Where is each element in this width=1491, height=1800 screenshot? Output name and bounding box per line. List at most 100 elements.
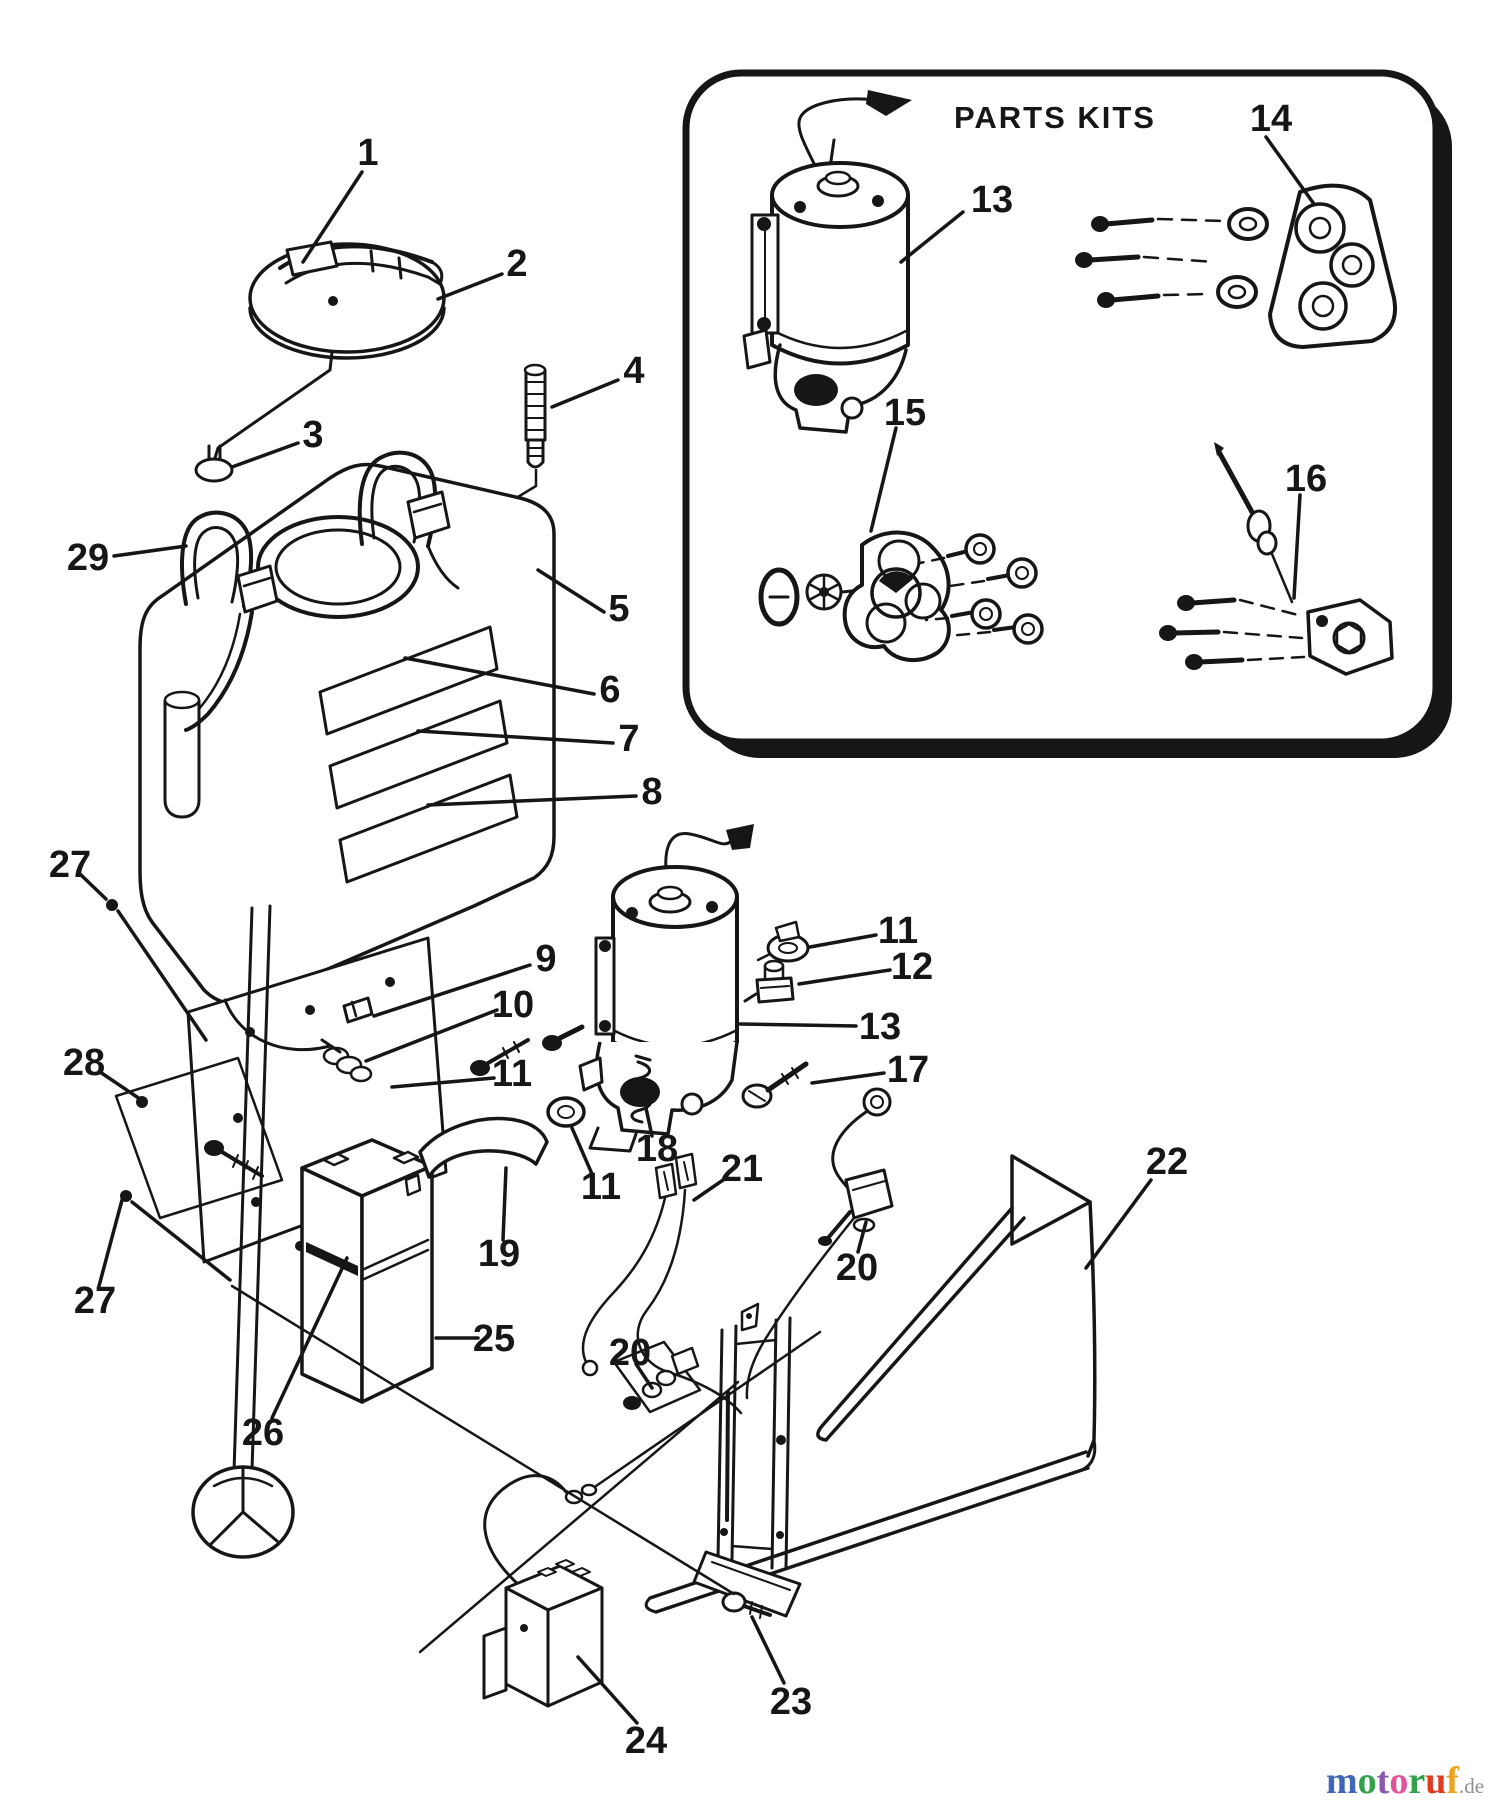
fitting-9-drawing (342, 996, 374, 1024)
spring-18-drawing (628, 1054, 652, 1124)
grommet-11-right-drawing (756, 920, 810, 963)
callout-15: 15 (884, 392, 926, 434)
callout-2: 2 (506, 243, 527, 285)
leader-line-3 (230, 441, 300, 469)
inset-title: PARTS KITS (954, 100, 1156, 135)
callout-29: 29 (67, 537, 109, 579)
leader-line-12 (797, 968, 892, 986)
callout-18: 18 (636, 1128, 678, 1170)
callout-14: 14 (1250, 98, 1292, 140)
leader-line-16 (1292, 493, 1302, 600)
leader-line-1 (301, 170, 364, 264)
kit-pump-cover-kit-drawing (758, 530, 1044, 662)
leader-line-22 (1084, 1178, 1153, 1270)
elbow-fitting-12-drawing (743, 959, 795, 1004)
callout-25: 25 (473, 1318, 515, 1360)
cap-tether-drawing (194, 350, 334, 483)
kit-gasket-set-drawing (1075, 183, 1397, 349)
tank-strap-right-drawing (357, 450, 460, 590)
callout-28: 28 (63, 1042, 105, 1084)
callout-13: 13 (971, 179, 1013, 221)
leader-line-11 (390, 1076, 496, 1089)
harness-21-drawing (581, 1152, 743, 1415)
callout-17: 17 (887, 1049, 929, 1091)
callout-26: 26 (242, 1412, 284, 1454)
switch-20-lower-drawing (612, 1340, 702, 1414)
leader-line-11 (570, 1126, 594, 1176)
leader-dot-27 (120, 1190, 132, 1202)
leader-line-27 (97, 1198, 124, 1288)
leader-line-6 (403, 656, 596, 696)
washer-stack-10-drawing (320, 1038, 373, 1083)
watermark-motoruf: motoruf.de (1326, 1760, 1484, 1800)
leader-line-15 (869, 426, 898, 533)
kit-valve-kit-drawing (1159, 442, 1394, 676)
hose-19-drawing (418, 1116, 549, 1179)
leader-line-13 (899, 210, 965, 264)
leader-line-19 (501, 1166, 508, 1242)
leader-line-17 (810, 1071, 886, 1085)
callout-21: 21 (721, 1148, 763, 1190)
leader-line-24 (576, 1655, 639, 1725)
bolt-17-drawing (741, 1061, 809, 1109)
callout-27: 27 (49, 844, 91, 886)
leader-line-5 (536, 568, 606, 614)
caster-drawing (191, 1465, 295, 1559)
callout-10: 10 (492, 984, 534, 1026)
callout-8: 8 (641, 771, 662, 813)
relay-24-drawing (482, 1330, 822, 1708)
callout-20: 20 (836, 1247, 878, 1289)
leader-line-13 (738, 1022, 858, 1028)
callout-22: 22 (1146, 1141, 1188, 1183)
callout-23: 23 (770, 1681, 812, 1723)
leader-line-27 (130, 1200, 232, 1282)
leader-line-27 (116, 909, 208, 1042)
leader-line-23 (750, 1615, 786, 1685)
leader-line-8 (426, 794, 638, 807)
thumbscrews (964, 533, 1044, 645)
tank-strap-left-drawing (180, 510, 279, 732)
callout-layer: 1234295678279101128111213171811192120252… (49, 98, 1327, 1762)
leader-line-11 (808, 933, 878, 949)
callout-11: 11 (878, 910, 918, 952)
leader-line-18 (644, 1106, 654, 1138)
battery-drawing (300, 1138, 434, 1404)
leader-line-2 (436, 272, 504, 301)
callout-27: 27 (74, 1280, 116, 1322)
callout-20: 20 (609, 1332, 651, 1374)
callout-19: 19 (478, 1233, 520, 1275)
callout-11: 11 (492, 1053, 532, 1095)
leader-line-28 (98, 1070, 142, 1101)
leader-line-20 (634, 1362, 654, 1390)
leader-line-7 (416, 729, 615, 745)
callout-24: 24 (625, 1720, 667, 1762)
leader-line-14 (1264, 135, 1316, 206)
leader-line-4 (550, 378, 620, 409)
fuel-cap-drawing (248, 240, 446, 360)
grommet-11-lower-drawing (546, 1096, 586, 1128)
kit-starter-motor-drawing (742, 90, 912, 434)
assembly-alignment-lines (230, 1284, 740, 1654)
callout-16: 16 (1285, 458, 1327, 500)
callout-9: 9 (535, 938, 556, 980)
leader-line-27 (78, 872, 108, 901)
leader-line-9 (372, 963, 532, 1018)
callout-12: 12 (891, 946, 933, 988)
callout-11: 11 (581, 1166, 621, 1208)
leader-line-21 (692, 1176, 728, 1202)
switch-20-upper-drawing (745, 1087, 894, 1400)
bolt-set-28-drawing (114, 1056, 284, 1220)
callout-7: 7 (618, 718, 639, 760)
callout-3: 3 (302, 414, 323, 456)
starter-motor-drawing (578, 824, 754, 1153)
drain-plug-drawing (542, 1024, 585, 1051)
bolt-left-of-motor-drawing (470, 1038, 530, 1076)
leader-dot-27 (106, 899, 118, 911)
callout-4: 4 (623, 350, 644, 392)
callout-1: 1 (357, 132, 378, 174)
leader-line-26 (270, 1256, 349, 1420)
callout-13: 13 (859, 1006, 901, 1048)
leader-line-20 (856, 1220, 868, 1254)
